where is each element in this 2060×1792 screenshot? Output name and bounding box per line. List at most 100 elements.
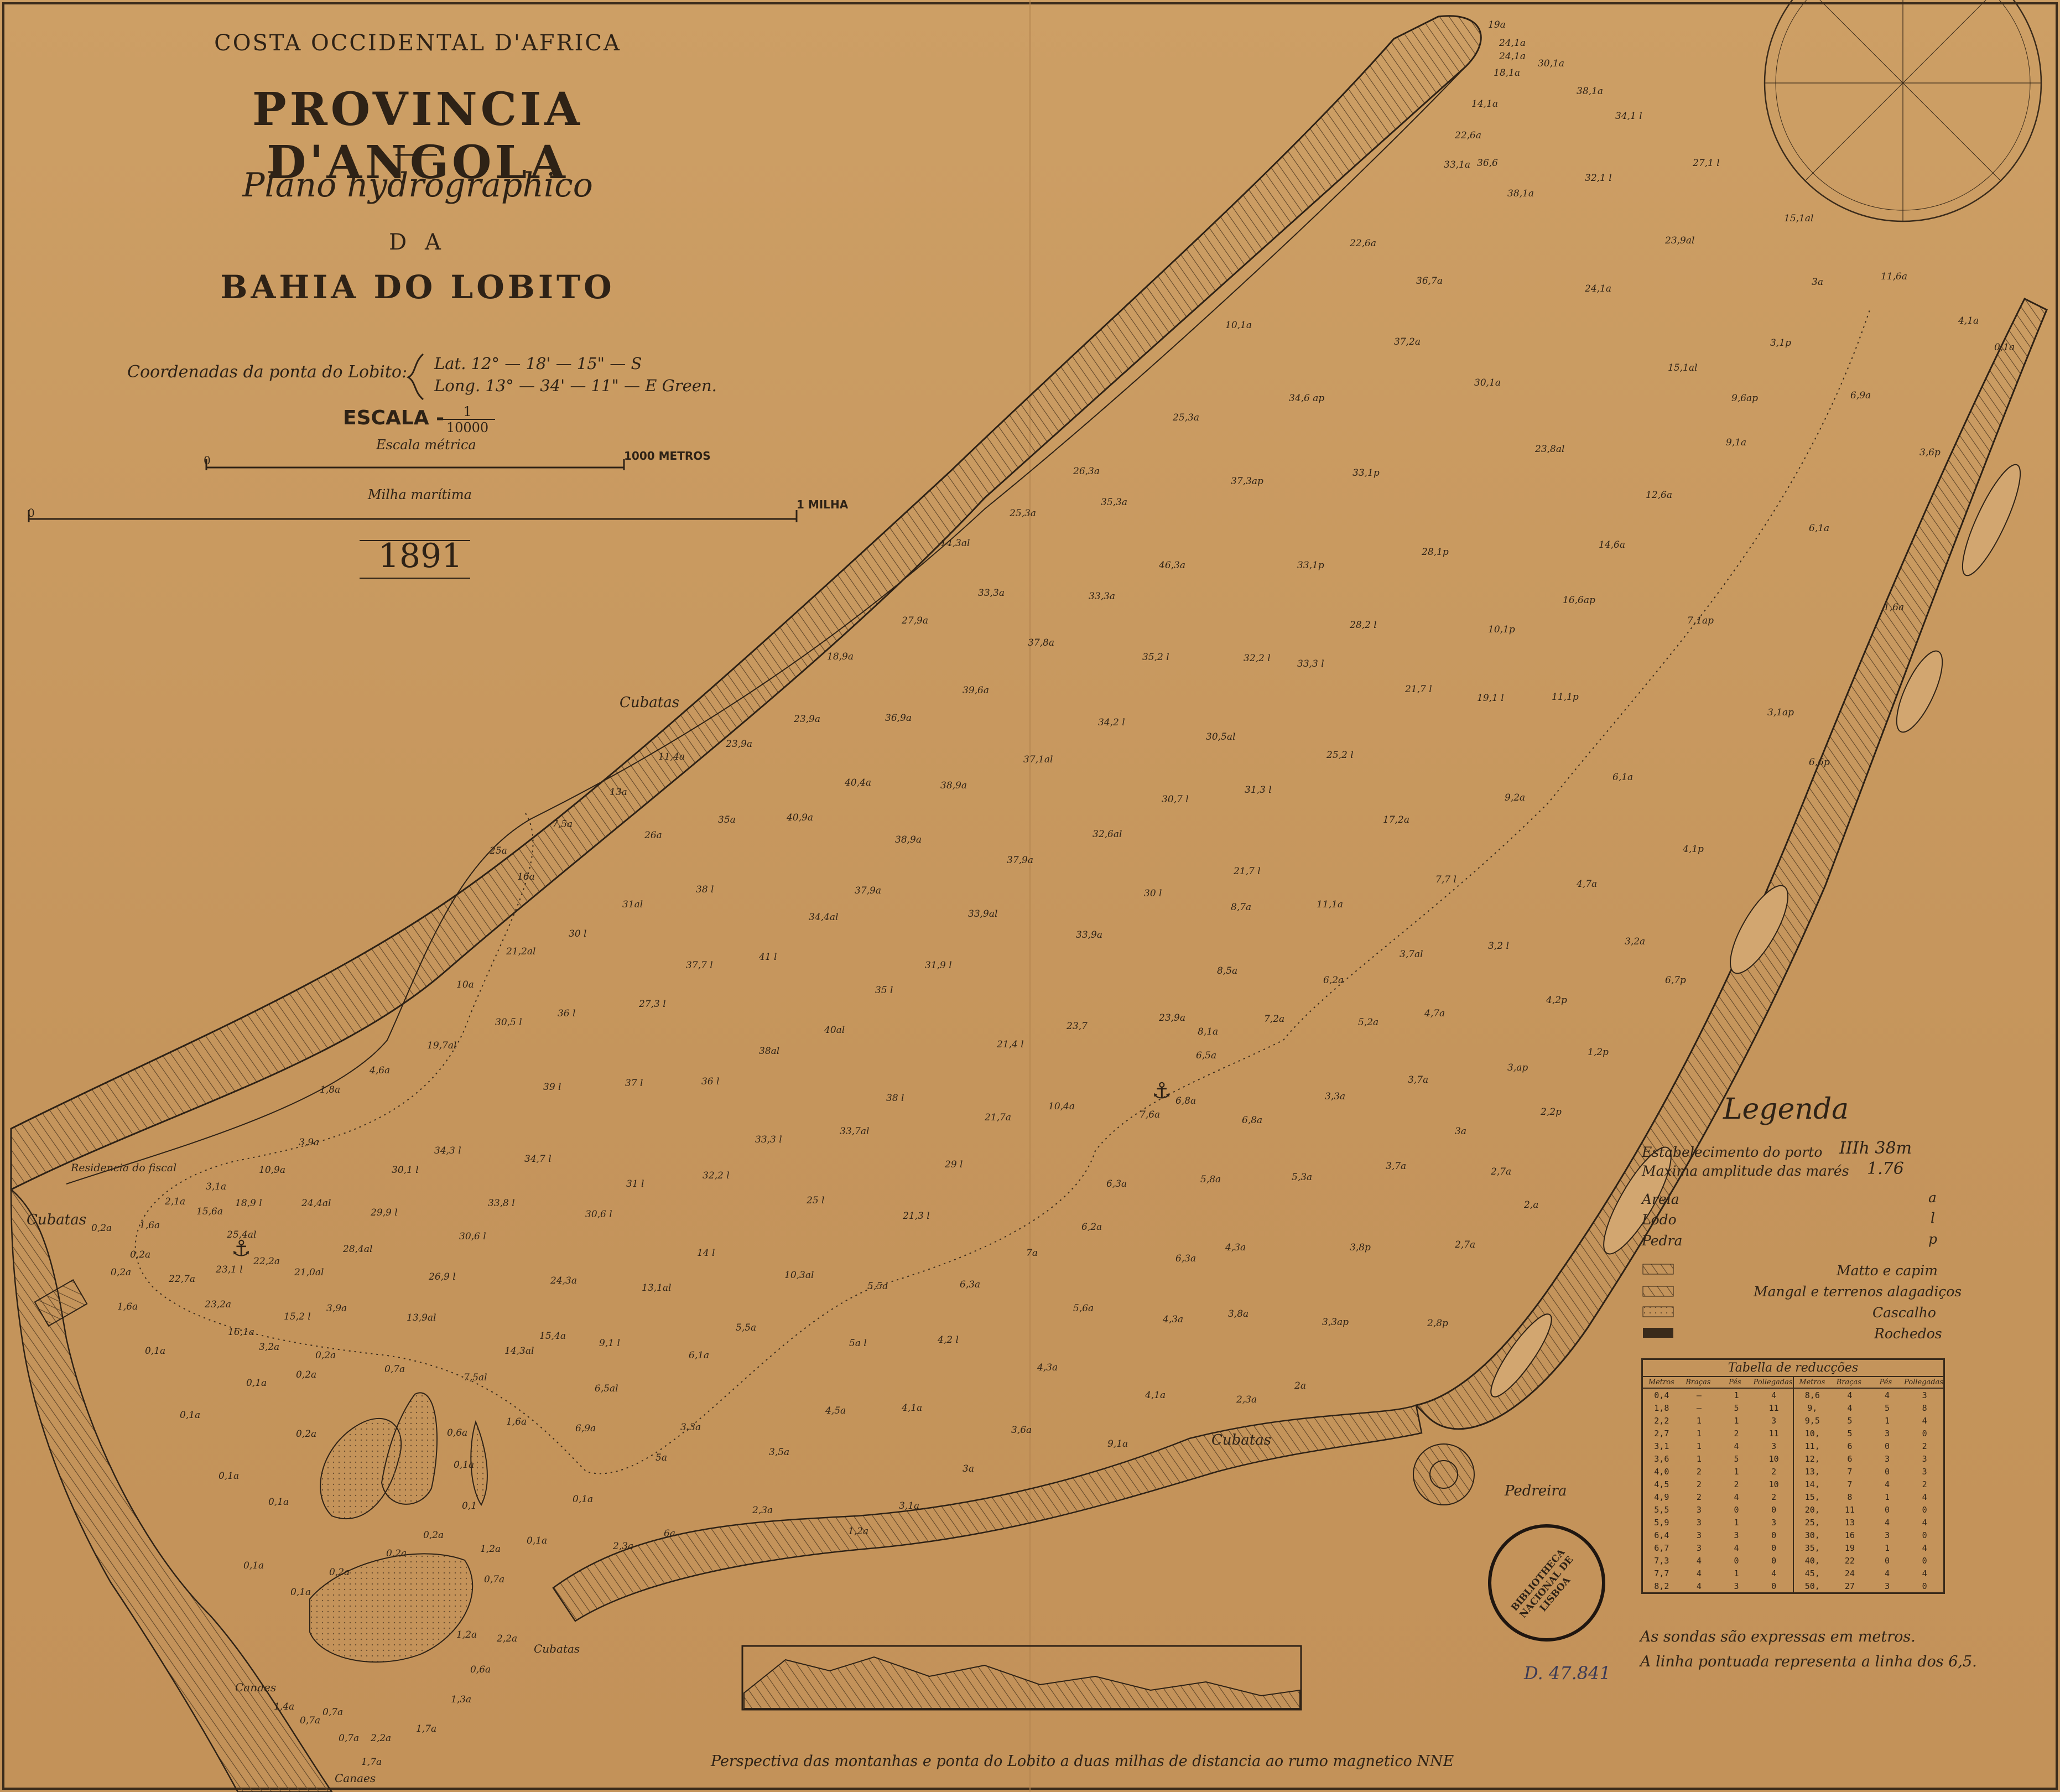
sounding-label: 3,ap [1507, 1062, 1528, 1073]
sounding-label: 27,9a [902, 615, 928, 626]
table-cell: 1 [1734, 1568, 1739, 1578]
table-cell: 1 [1696, 1415, 1702, 1426]
sounding-label: 26a [644, 830, 662, 841]
sounding-label: 23,9a [1159, 1012, 1185, 1024]
table-cell: 3 [1885, 1428, 1890, 1438]
legend-mangal: Mangal e terrenos alagadiços [1754, 1284, 1962, 1300]
sounding-label: 1,4a [274, 1701, 295, 1712]
table-cell: 27 [1844, 1581, 1855, 1591]
table-cell: 35, [1804, 1542, 1820, 1553]
sounding-label: 5a l [849, 1338, 867, 1349]
sounding-label: 37,9a [1007, 855, 1033, 866]
legend-areia: Areia [1642, 1191, 1679, 1207]
sounding-label: 33,3 l [755, 1134, 782, 1145]
sounding-label: 0,1a [180, 1410, 201, 1421]
sounding-label: 4,6a [370, 1065, 391, 1076]
sounding-label: 24,1a [1499, 51, 1526, 62]
sounding-label: 12,6a [1646, 490, 1672, 501]
place-cubatas-sw: Cubatas [534, 1642, 580, 1655]
sounding-label: 32,6al [1093, 829, 1122, 840]
table-header: Pollegadas [1904, 1378, 1944, 1386]
sounding-label: 29 l [945, 1159, 963, 1170]
province-title: PROVINCIA D'ANGOLA [252, 83, 583, 189]
sounding-label: 30,1a [1474, 377, 1501, 388]
table-cell: 4 [1847, 1403, 1853, 1413]
table-cell: 3 [1922, 1390, 1927, 1400]
sounding-label: 13,9al [407, 1312, 436, 1323]
sounding-label: 3,9a [326, 1303, 347, 1314]
sounding-label: 14 l [697, 1248, 715, 1259]
sounding-label: 3,7al [1400, 949, 1423, 960]
table-cell: 1 [1696, 1441, 1702, 1451]
sounding-label: 0,2a [329, 1567, 350, 1578]
legend-pedra-symbol: p [1928, 1231, 1938, 1247]
table-cell: 4 [1696, 1568, 1702, 1578]
table-cell: 2 [1922, 1479, 1927, 1489]
sounding-label: 1,8a [320, 1084, 341, 1095]
sounding-label: 0,2a [130, 1249, 151, 1260]
east-coast [1414, 297, 2048, 1430]
sounding-label: 26,3a [1073, 466, 1100, 477]
sounding-label: 0,7a [384, 1364, 405, 1375]
place-residencia: Residencia do fiscal [71, 1162, 177, 1174]
sounding-label: 33,3a [1089, 591, 1115, 602]
sounding-label: 11,1p [1552, 692, 1579, 703]
table-cell: 3 [1885, 1581, 1890, 1591]
sounding-label: 23,9a [794, 714, 820, 725]
sounding-label: 1,6a [117, 1301, 138, 1312]
sounding-label: 33,1p [1297, 560, 1324, 571]
table-cell: 20, [1804, 1504, 1820, 1515]
sounding-label: 3,1p [1770, 337, 1791, 349]
table-cell: 3 [1922, 1453, 1927, 1464]
sounding-label: 1,2a [456, 1629, 477, 1640]
sounding-label: 19a [1488, 19, 1506, 30]
legend-lodo: Lodo [1642, 1212, 1677, 1228]
sounding-label: 6,2a [1323, 975, 1344, 986]
sounding-label: 1,6a [139, 1220, 160, 1231]
table-cell: 1 [1734, 1517, 1739, 1528]
sounding-label: 25,4al [227, 1229, 257, 1240]
place-cubatas-west: Cubatas [27, 1212, 87, 1228]
scale-mile-caption: Milha marítima [368, 487, 472, 502]
sounding-label: 6,2a [1081, 1222, 1102, 1233]
sounding-label: 30 l [569, 928, 587, 939]
sounding-label: 33,3a [978, 588, 1005, 599]
sounding-label: 0,2a [111, 1267, 132, 1278]
sounding-label: 1,2p [1588, 1047, 1609, 1058]
sounding-label: 24,1a [1585, 283, 1611, 294]
sounding-label: 2,a [1524, 1199, 1539, 1211]
table-header: Braças [1836, 1378, 1861, 1386]
sounding-label: 31 l [626, 1178, 644, 1190]
table-cell: 13 [1844, 1517, 1855, 1528]
sounding-label: 3,3a [1325, 1091, 1346, 1102]
sounding-label: 35a [718, 814, 736, 825]
sounding-label: 35,3a [1101, 497, 1127, 508]
sounding-label: 32,2 l [703, 1170, 730, 1181]
table-header: Metros [1648, 1378, 1674, 1386]
sounding-label: 38 l [886, 1093, 904, 1104]
sounding-label: 3,2 l [1488, 941, 1509, 952]
perspective-caption: Perspectiva das montanhas e ponta do Lob… [711, 1753, 1454, 1770]
table-cell: 4 [1922, 1517, 1927, 1528]
sounding-label: 1,3a [451, 1694, 472, 1705]
legend-cascalho: Cascalho [1872, 1305, 1936, 1321]
sounding-label: 0,1a [1994, 342, 2015, 353]
table-cell: 15, [1804, 1492, 1820, 1502]
reduction-table-title: Tabella de reducções [1643, 1360, 1943, 1377]
table-cell: 24 [1844, 1568, 1855, 1578]
table-cell: 2 [1734, 1428, 1739, 1438]
scale-numerator: 1 [463, 404, 472, 419]
chart-header: COSTA OCCIDENTAL D'AFRICA [214, 30, 621, 56]
table-cell: 1 [1885, 1415, 1890, 1426]
sounding-label: 21,7 l [1234, 866, 1261, 877]
sounding-label: 4,1a [1958, 315, 1979, 326]
coordinates-lat: Lat. 12° — 18' — 15" — S [434, 354, 642, 373]
sounding-label: 4,2 l [938, 1334, 959, 1346]
table-cell: 4 [1771, 1568, 1777, 1578]
table-cell: 11 [1768, 1428, 1779, 1438]
sounding-label: 24,1a [1499, 38, 1526, 49]
